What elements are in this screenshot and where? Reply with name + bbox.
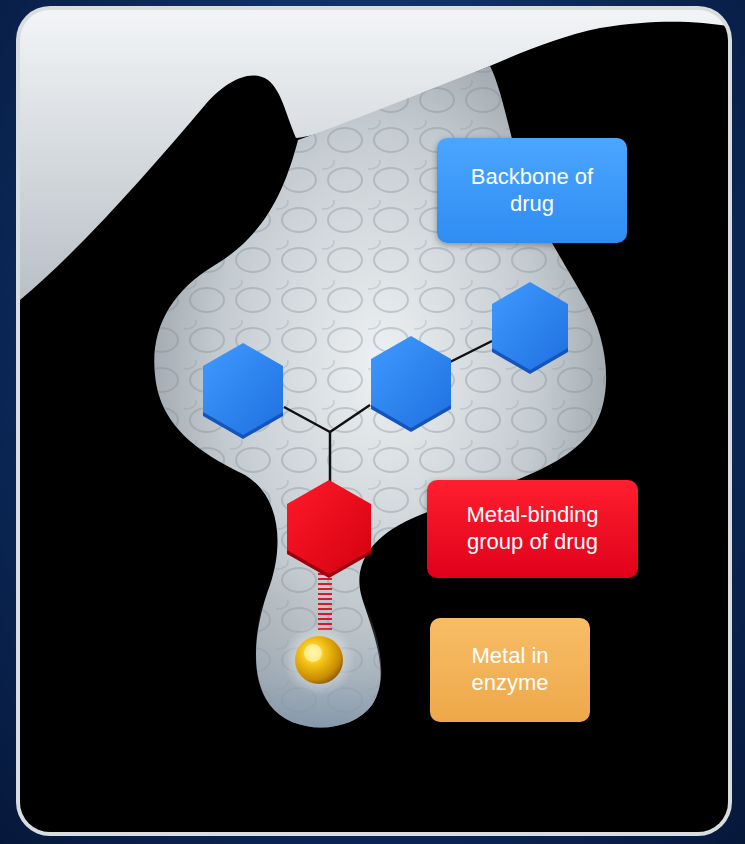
- label-text: Metal in enzyme: [448, 643, 572, 697]
- outside-region: [20, 10, 728, 832]
- metal-glow: [283, 624, 355, 696]
- backbone-ring: [492, 282, 568, 374]
- metal-binding-label: Metal-binding group of drug: [427, 480, 638, 578]
- backbone-ring: [371, 336, 451, 432]
- bond-line: [284, 407, 330, 432]
- coordination-bond: [318, 574, 332, 629]
- metal-highlight: [304, 644, 322, 662]
- panel-frame: [16, 6, 732, 836]
- bond-line: [450, 341, 492, 362]
- backbone-label: Backbone of drug: [437, 138, 627, 243]
- metal-ion: [295, 636, 343, 684]
- bond-line: [329, 432, 332, 482]
- metal-binding-ring: [287, 480, 371, 578]
- bond-line: [330, 405, 370, 432]
- label-text: Metal-binding group of drug: [445, 502, 620, 556]
- label-text: Backbone of drug: [455, 164, 609, 218]
- backbone-ring: [203, 343, 283, 439]
- protein-surface: [20, 22, 728, 832]
- metal-label: Metal in enzyme: [430, 618, 590, 722]
- pocket-depth: [256, 600, 381, 728]
